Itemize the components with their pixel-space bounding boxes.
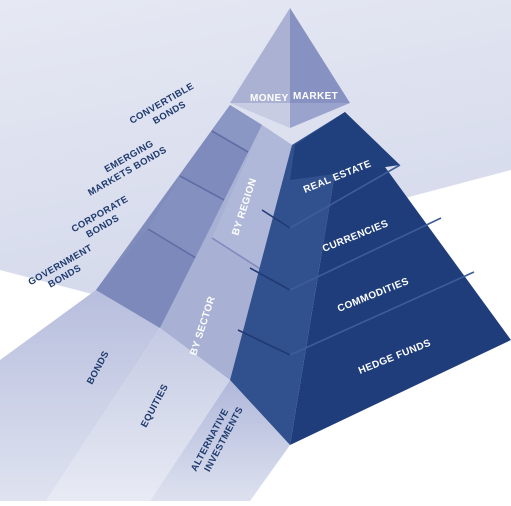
right-side-dividers (237, 209, 291, 356)
right-face-side (230, 112, 345, 445)
apex-base-right (290, 103, 350, 128)
apex-label-right: MARKET (293, 91, 338, 102)
tier-government-bonds (96, 229, 196, 328)
mid-divider (211, 237, 263, 271)
tier-corporate-bonds (148, 176, 224, 258)
right-face (290, 112, 511, 445)
right-tier-dividers (289, 164, 475, 356)
left-tier-dividers (147, 130, 249, 259)
equities-beam (46, 328, 230, 501)
apex-left (230, 8, 290, 103)
tier-emerging-markets-bonds (180, 131, 248, 200)
apex-right (290, 8, 350, 103)
alternative-beam (150, 380, 290, 501)
by-region-panel (212, 125, 292, 270)
tier-convertible-bonds (212, 105, 262, 152)
apex-base-left (230, 103, 290, 128)
apex-label-left: MONEY (250, 93, 289, 104)
tier-real-estate (290, 112, 400, 180)
bonds-beam (0, 290, 160, 501)
